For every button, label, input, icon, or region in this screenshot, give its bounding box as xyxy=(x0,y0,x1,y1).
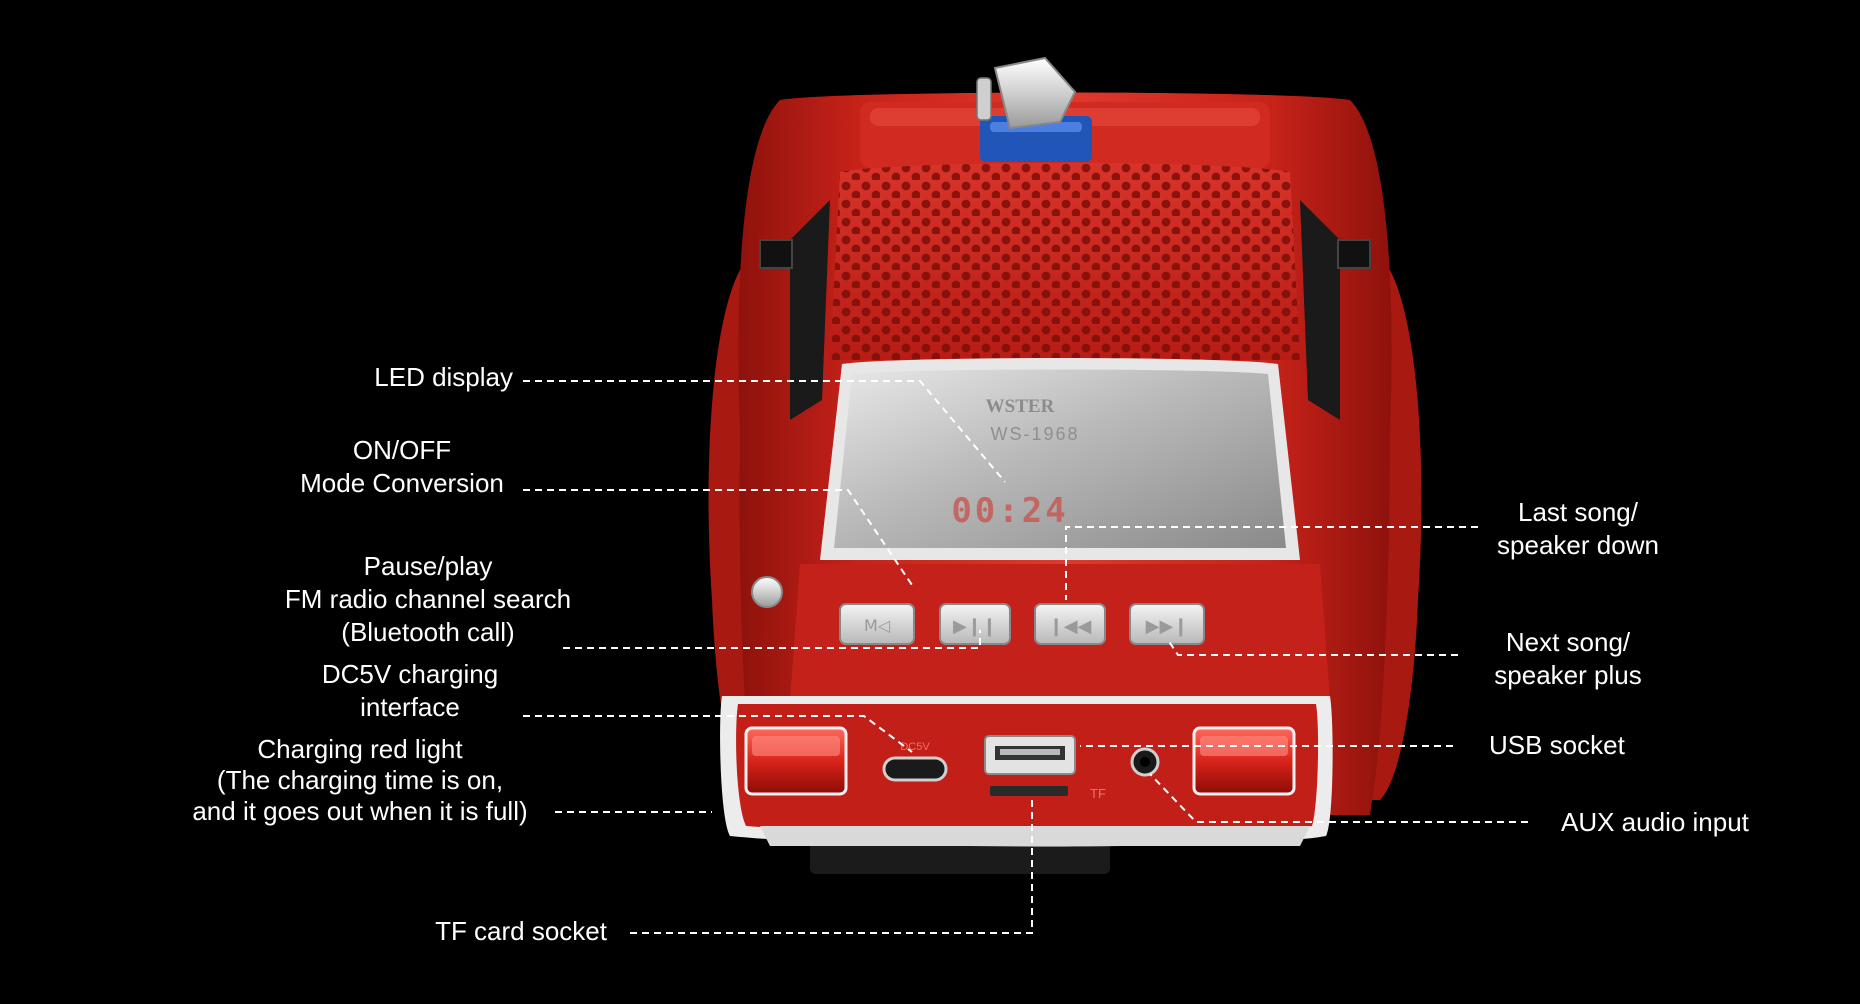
tf-slot-label: TF xyxy=(1090,786,1106,801)
mode-icon: M◁ xyxy=(864,616,891,635)
previous-icon: ❙◀◀ xyxy=(1049,616,1092,637)
label-led-display-line1: LED display xyxy=(374,362,513,392)
label-dc5v-line1: DC5V charging xyxy=(321,659,499,689)
label-tf-card-line1: TF card socket xyxy=(435,916,607,946)
label-usb-line1: USB socket xyxy=(1489,730,1625,760)
label-on-off-line1: ON/OFF xyxy=(352,435,452,465)
dc5v-charging-port[interactable] xyxy=(882,756,948,782)
label-pause-play-line3: (Bluetooth call) xyxy=(341,617,515,647)
leader-on-off xyxy=(523,489,913,586)
label-aux-input: AUX audio input xyxy=(1561,806,1749,839)
label-next-song-line2: speaker plus xyxy=(1494,660,1642,690)
play-pause-button[interactable] xyxy=(939,603,1011,645)
control-buttons: M◁ ▶❙❙ ❙◀◀ ▶▶❙ xyxy=(839,603,1205,645)
leader-next-song xyxy=(1167,639,1458,656)
left-side-window xyxy=(790,200,830,420)
led-display-glass xyxy=(834,369,1286,548)
dc5v-port-label: DC5V xyxy=(900,741,930,753)
label-tf-card: TF card socket xyxy=(435,915,607,948)
leader-pause-play xyxy=(563,630,981,649)
label-pause-play-line1: Pause/play xyxy=(363,551,493,581)
label-next-song: Next song/ speaker plus xyxy=(1468,626,1668,692)
label-on-off-line2: Mode Conversion xyxy=(300,468,504,498)
clock-readout: 00:24 xyxy=(951,491,1068,531)
rear-reflector xyxy=(751,576,783,608)
leader-led-display xyxy=(523,380,1006,483)
previous-button[interactable] xyxy=(1034,603,1106,645)
next-icon: ▶▶❙ xyxy=(1146,616,1189,637)
label-charging-line1: Charging red light xyxy=(257,734,463,764)
tf-card-slot[interactable] xyxy=(990,786,1068,796)
mode-button[interactable] xyxy=(839,603,915,645)
label-usb-socket: USB socket xyxy=(1489,729,1625,762)
leader-last-song xyxy=(1065,526,1478,600)
play-pause-icon: ▶❙❙ xyxy=(953,616,997,637)
label-charging-line2: (The charging time is on, xyxy=(216,765,504,795)
label-last-song-line2: speaker down xyxy=(1497,530,1659,560)
label-on-off-mode: ON/OFF Mode Conversion xyxy=(282,434,522,500)
label-pause-play-line2: FM radio channel search xyxy=(284,584,572,614)
label-last-song-line1: Last song/ xyxy=(1518,497,1638,527)
label-last-song: Last song/ speaker down xyxy=(1478,496,1678,562)
label-led-display: LED display xyxy=(374,361,513,394)
leader-dc5v xyxy=(523,715,913,753)
car-base xyxy=(810,840,1110,874)
label-charging-line3: and it goes out when it is full) xyxy=(192,796,528,826)
right-side-window xyxy=(1300,200,1340,420)
next-button[interactable] xyxy=(1129,603,1205,645)
model-text: WS-1968 xyxy=(990,424,1079,444)
label-dc5v-line2: interface xyxy=(360,692,460,722)
leader-tf-card xyxy=(630,800,1033,934)
label-next-song-line1: Next song/ xyxy=(1505,627,1631,657)
chrome-handle xyxy=(993,56,1077,130)
brand-logo-text: WSTER xyxy=(986,396,1055,417)
label-aux-line1: AUX audio input xyxy=(1561,807,1749,837)
left-mirror xyxy=(759,239,793,269)
label-dc5v-charging: DC5V charging interface xyxy=(300,658,520,724)
label-charging-light: Charging red light (The charging time is… xyxy=(170,734,550,827)
leader-lines xyxy=(523,380,1528,934)
label-pause-play: Pause/play FM radio channel search (Blue… xyxy=(258,550,598,649)
leader-aux xyxy=(1149,773,1528,823)
right-mirror xyxy=(1337,239,1371,269)
